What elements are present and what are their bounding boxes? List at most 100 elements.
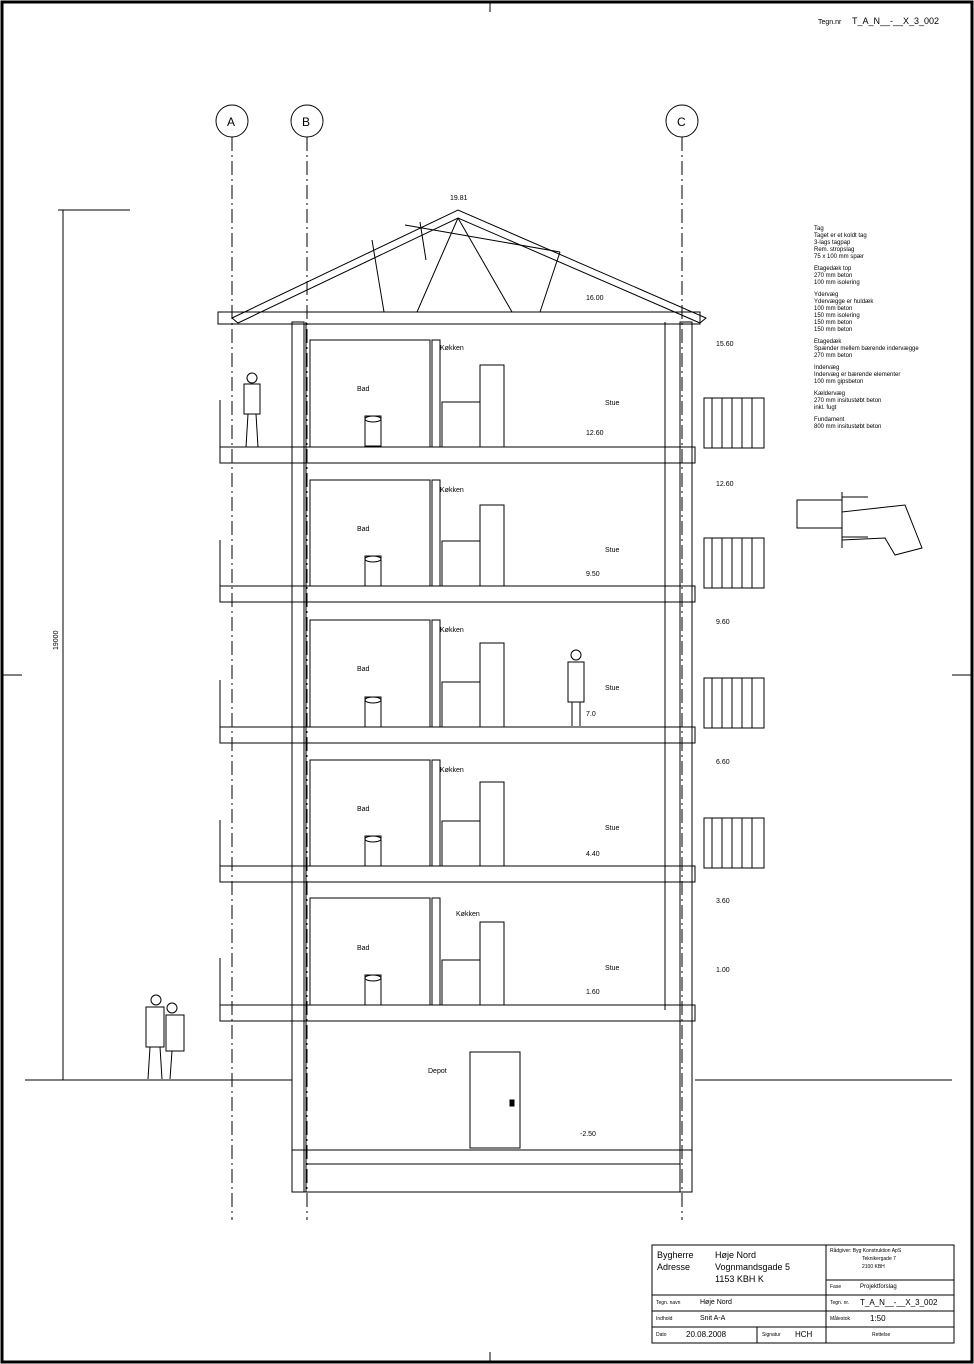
note-line: 150 mm isolering	[814, 313, 860, 319]
scale-value: 1:50	[870, 1314, 886, 1323]
elevation-floor5: 12.60	[586, 430, 604, 437]
floor-interior	[219, 479, 765, 600]
room-label-kitchen: Køkken	[440, 487, 464, 494]
company-line1: Rådgiver: Byg Konstruktion ApS	[830, 1248, 902, 1254]
room-label-living: Stue	[605, 965, 620, 972]
content-value: Snit A-A	[700, 1315, 726, 1322]
key-plan	[796, 492, 923, 556]
company-line2: Teknikergade 7	[862, 1256, 896, 1262]
floor-slab	[219, 446, 696, 464]
room-label-bath: Bad	[357, 945, 370, 952]
person-figure	[145, 994, 185, 1080]
elevation-floor4: 9.50	[586, 571, 600, 578]
drawing-name-value: Høje Nord	[700, 1299, 732, 1306]
elevation-floor1: 1.60	[586, 989, 600, 996]
elevation-exterior: 12.60	[716, 481, 734, 488]
elevation-exterior: 6.60	[716, 759, 730, 766]
note-line: 270 mm beton	[814, 353, 852, 359]
grid-axis-b	[290, 104, 324, 1220]
overall-height-text: 19000	[53, 630, 60, 650]
scale-label: Målestok	[830, 1316, 851, 1322]
floor-slab	[219, 585, 696, 603]
client-name: Høje Nord	[715, 1250, 757, 1260]
note-line: 100 mm isolering	[814, 280, 860, 286]
sheet-number-label: Tegn.nr	[818, 19, 842, 26]
date-label: Dato	[656, 1332, 667, 1338]
note-title: Ydervæg	[814, 292, 838, 298]
date-value: 20.08.2008	[686, 1330, 727, 1339]
room-label-bath: Bad	[357, 666, 370, 673]
person-figure	[567, 649, 585, 726]
note-line: Spænder mellem bærende indervægge	[814, 346, 919, 352]
client-label: Bygherre	[657, 1250, 694, 1260]
phase-value: Projektforslag	[860, 1284, 897, 1290]
address-line1: Vognmandsgade 5	[715, 1262, 791, 1272]
floor-slab	[219, 1004, 696, 1022]
note-line: 3-lags tagpap	[814, 240, 851, 246]
note-title: Kældervæg	[814, 391, 845, 397]
note-line: Ydervægge er huldæk	[814, 299, 874, 305]
note-title: Tag	[814, 226, 824, 232]
grid-axis-a	[215, 104, 249, 1220]
room-label-bath: Bad	[357, 806, 370, 813]
floor-slab	[219, 726, 696, 744]
note-line: Rem. stropslag	[814, 247, 854, 253]
floor-slab	[219, 865, 696, 883]
elevation-ridge: 19.81	[450, 195, 468, 202]
note-line: inkl. fugt	[814, 405, 837, 411]
elevation-exterior: 3.60	[716, 898, 730, 905]
drawing-no-label: Tegn. nr.	[830, 1300, 850, 1306]
room-label-living: Stue	[605, 685, 620, 692]
roof-truss	[217, 209, 707, 325]
title-block	[651, 1244, 955, 1344]
axis-label-a: A	[227, 115, 235, 129]
note-title: Fundament	[814, 417, 845, 423]
note-line: 75 x 100 mm spær	[814, 254, 864, 260]
phase-label: Fase	[830, 1284, 842, 1290]
room-label-bath: Bad	[357, 386, 370, 393]
address-label: Adresse	[657, 1262, 691, 1272]
grid-axis-c	[665, 104, 699, 1220]
elevation-exterior: 9.60	[716, 619, 730, 626]
drawing-no-value: T_A_N__-__X_3_002	[860, 1298, 938, 1307]
drawing-name-label: Tegn. navn	[656, 1300, 681, 1306]
note-line: 800 mm insitustøbt beton	[814, 424, 881, 430]
note-line: 270 mm insitustøbt beton	[814, 398, 881, 404]
note-title: Indervæg	[814, 365, 839, 371]
content-label: Indhold	[656, 1316, 673, 1322]
note-title: Etagedæk	[814, 339, 842, 345]
room-label-bath: Bad	[357, 526, 370, 533]
note-line: 150 mm beton	[814, 327, 852, 333]
left-wall	[291, 321, 305, 1193]
note-line: Indervæg er bærende elementer	[814, 372, 900, 378]
note-line: 270 mm beton	[814, 273, 852, 279]
note-line: 100 mm gipsbeton	[814, 379, 863, 385]
elevation-exterior: 15.60	[716, 341, 734, 348]
floor-interior	[219, 759, 765, 880]
note-line: Taget er et koldt tag	[814, 233, 867, 239]
room-label-kitchen: Køkken	[440, 345, 464, 352]
sheet-number: T_A_N__-__X_3_002	[852, 16, 939, 26]
room-label-living: Stue	[605, 825, 620, 832]
elevation-exterior: 1.00	[716, 967, 730, 974]
elevation-attic: 16.00	[586, 295, 604, 302]
note-line: 100 mm beton	[814, 306, 852, 312]
height-dimension	[58, 209, 130, 1080]
room-label-storage: Depot	[428, 1068, 447, 1075]
room-label-kitchen: Køkken	[456, 911, 480, 918]
person-figure	[243, 372, 261, 448]
room-label-living: Stue	[605, 547, 620, 554]
floor-interior	[219, 897, 505, 1018]
company-line3: 2100 KBH	[862, 1264, 885, 1270]
basement-door	[469, 1051, 521, 1149]
basement-slab	[305, 1149, 681, 1165]
axis-label-b: B	[302, 115, 310, 129]
elevation-basement: -2.50	[580, 1131, 596, 1138]
signature-value: HCH	[795, 1330, 813, 1339]
floor-interior	[219, 339, 765, 462]
room-label-kitchen: Køkken	[440, 767, 464, 774]
revision-label: Rettelse	[872, 1332, 891, 1338]
